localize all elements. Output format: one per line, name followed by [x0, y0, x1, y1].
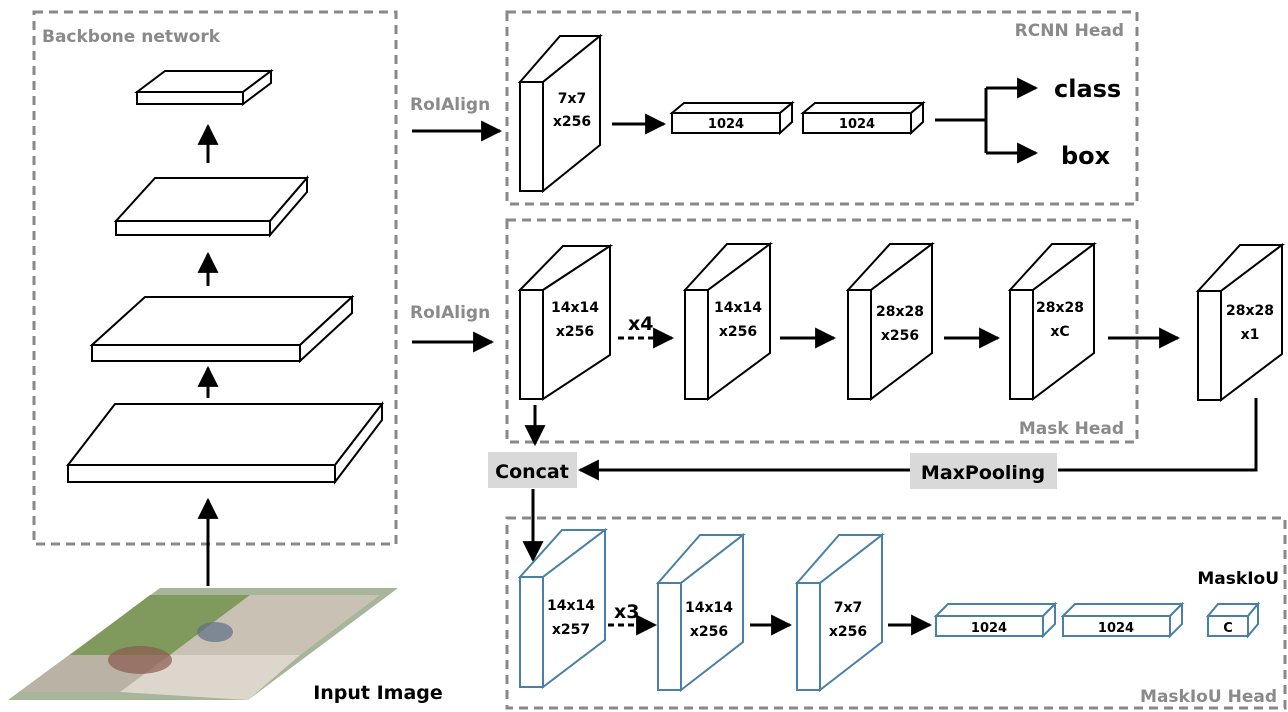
mask-block-1-dim-2: x256: [556, 324, 594, 340]
maskiou-repeat-label: x3: [614, 601, 639, 623]
mask-repeat-label: x4: [628, 313, 653, 335]
maskiou-block-2-dim-1: 14x14: [685, 600, 733, 616]
maskiou-output-c: C: [1223, 621, 1233, 636]
backbone-level-2: [89, 294, 355, 364]
rcnn-fc2-label: 1024: [839, 117, 875, 132]
mask-block-2-dim-1: 14x14: [714, 300, 762, 316]
mask-block-5-dim-1: 28x28: [1226, 303, 1274, 319]
concat-label: Concat: [495, 461, 569, 483]
maskiou-block-3-dim-1: 7x7: [834, 600, 863, 616]
maxpool-box: [910, 453, 1057, 489]
concat-box: [488, 452, 577, 488]
output-box-label: box: [1061, 142, 1111, 170]
output-class-label: class: [1054, 75, 1121, 103]
maskiou-block-2-dim-2: x256: [690, 624, 728, 640]
maxpool-label: MaxPooling: [921, 462, 1045, 484]
rcnn-block-7x7: [517, 33, 603, 194]
maskiou-block-1: [517, 527, 608, 690]
mask-block-5: [1195, 242, 1285, 403]
mask-block-5-dim-2: x1: [1241, 327, 1260, 343]
backbone-group: [32, 10, 398, 546]
rcnn-head-group: [505, 10, 1139, 206]
maskiou-block-1-dim-2: x257: [552, 622, 590, 638]
maskiou-block-3: [794, 532, 885, 693]
mask-block-2: [682, 242, 774, 401]
maskiou-output-label: MaskIoU: [1197, 569, 1279, 589]
rcnn-fc1-label: 1024: [708, 117, 744, 132]
maskiou-block-2: [655, 532, 746, 693]
backbone-level-4: [134, 69, 274, 106]
rcnn-head-title: RCNN Head: [1015, 21, 1124, 41]
mask-block-1-dim-1: 14x14: [551, 300, 599, 316]
backbone-title: Backbone network: [42, 27, 221, 47]
rcnn-block-dim-2: x256: [553, 114, 591, 130]
mask-head-group: [505, 218, 1139, 444]
maskiou-fc1: [933, 601, 1058, 639]
rcnn-block-dim-1: 7x7: [558, 91, 587, 107]
backbone-level-3: [113, 175, 310, 238]
maskiou-fc2-label: 1024: [1098, 621, 1134, 636]
mask-block-2-dim-2: x256: [719, 324, 757, 340]
maskiou-output-box: [1205, 601, 1261, 639]
line-mask-to-maxpool: [1058, 398, 1258, 472]
rcnn-fc1: [669, 100, 795, 136]
mask-block-4-dim-2: xC: [1050, 324, 1069, 340]
mask-roialign-label: RoIAlign: [410, 303, 490, 323]
maskiou-fc1-label: 1024: [971, 621, 1007, 636]
input-image: [8, 588, 398, 700]
mask-block-3: [845, 241, 935, 402]
maskiou-block-1-dim-1: 14x14: [547, 598, 595, 614]
mask-block-3-dim-1: 28x28: [876, 304, 924, 320]
maskiou-block-3-dim-2: x256: [829, 624, 867, 640]
rcnn-fc2: [800, 100, 926, 136]
mask-block-4-dim-1: 28x28: [1036, 300, 1084, 316]
mask-head-title: Mask Head: [1019, 419, 1124, 439]
mask-block-4: [1007, 241, 1097, 402]
input-image-label: Input Image: [313, 682, 443, 704]
backbone-level-1: [65, 401, 385, 485]
mask-block-1: [517, 244, 614, 401]
maskiou-head-group: [505, 516, 1287, 710]
maskiou-head-title: MaskIoU Head: [1140, 687, 1277, 707]
rcnn-roialign-label: RoIAlign: [410, 95, 490, 115]
maskiou-fc2: [1060, 601, 1185, 639]
mask-block-3-dim-2: x256: [881, 328, 919, 344]
